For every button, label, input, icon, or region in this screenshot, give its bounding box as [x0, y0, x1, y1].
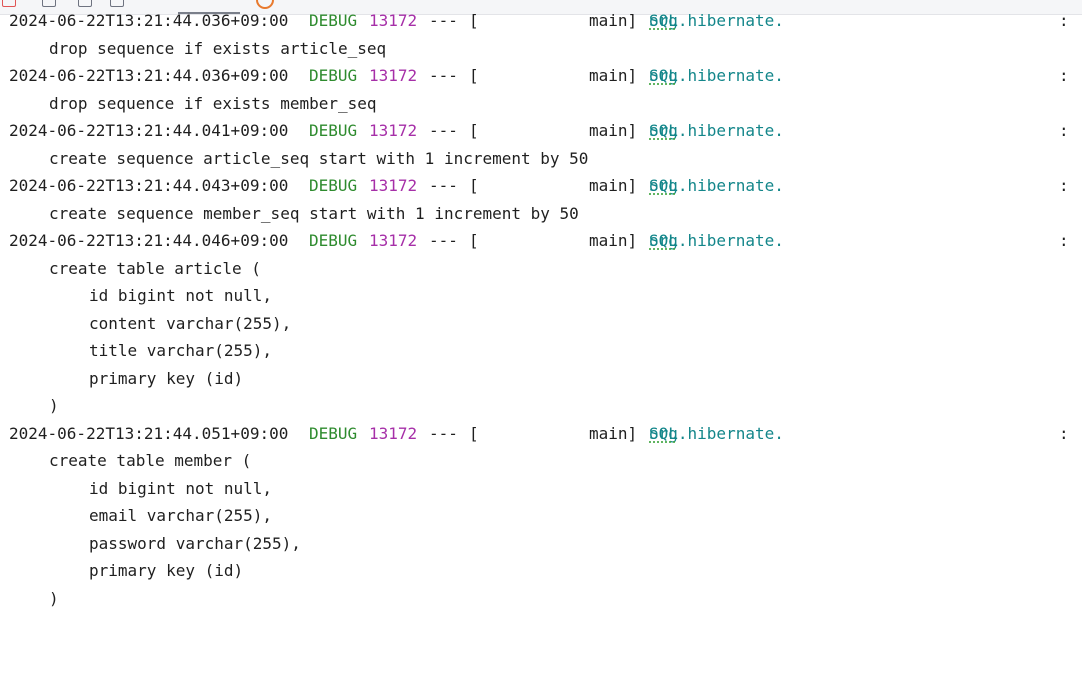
sql-line: drop sequence if exists article_seq: [49, 38, 387, 58]
log-colon: :: [1059, 231, 1069, 250]
log-separator: ---: [429, 66, 458, 85]
log-header-line: 2024-06-22T13:21:44.051+09:00 DEBUG 1317…: [0, 420, 1082, 448]
sql-line: primary key (id): [89, 368, 244, 388]
log-colon: :: [1059, 66, 1069, 85]
log-pid: 13172: [369, 121, 418, 140]
logger-suffix: SQL: [649, 423, 678, 443]
log-colon: :: [1059, 121, 1069, 140]
log-pid: 13172: [369, 176, 418, 195]
pin-tab-icon[interactable]: [78, 0, 92, 7]
log-thread: main]: [589, 423, 638, 443]
sql-line: password varchar(255),: [89, 533, 301, 553]
log-separator: ---: [429, 121, 458, 140]
log-separator: ---: [429, 11, 458, 30]
sql-line: create sequence article_seq start with 1…: [49, 148, 589, 168]
log-timestamp: 2024-06-22T13:21:44.046+09:00: [9, 231, 289, 250]
settings-icon[interactable]: [110, 0, 124, 7]
log-level: DEBUG: [309, 423, 358, 443]
log-timestamp: 2024-06-22T13:21:44.036+09:00: [9, 11, 289, 30]
log-level: DEBUG: [309, 121, 358, 140]
logger-prefix: org.hibernate.: [649, 176, 784, 195]
log-level: DEBUG: [309, 231, 358, 250]
log-thread-open: [: [469, 176, 479, 195]
sql-line: create table article (: [49, 258, 261, 278]
stop-icon[interactable]: [2, 0, 16, 7]
log-level: DEBUG: [309, 11, 358, 30]
sql-line: id bigint not null,: [89, 286, 273, 305]
log-separator: ---: [429, 176, 458, 195]
log-thread: main]: [589, 231, 638, 250]
log-thread: main]: [589, 66, 638, 85]
log-timestamp: 2024-06-22T13:21:44.043+09:00: [9, 176, 289, 195]
log-thread: main]: [589, 176, 638, 195]
logger-suffix: SQL: [649, 121, 678, 140]
log-timestamp: 2024-06-22T13:21:44.036+09:00: [9, 66, 289, 85]
logger-prefix: org.hibernate.: [649, 121, 784, 140]
sql-line: create sequence member_seq start with 1 …: [49, 203, 579, 223]
log-colon: :: [1059, 11, 1069, 30]
log-colon: :: [1059, 423, 1069, 443]
log-thread: main]: [589, 121, 638, 140]
log-header-line: 2024-06-22T13:21:44.041+09:00 DEBUG 1317…: [0, 117, 1082, 145]
log-thread-open: [: [469, 121, 479, 140]
sql-line: id bigint not null,: [89, 478, 273, 498]
logger-prefix: org.hibernate.: [649, 11, 784, 30]
log-level: DEBUG: [309, 66, 358, 85]
log-pid: 13172: [369, 66, 418, 85]
logger-prefix: org.hibernate.: [649, 66, 784, 85]
restore-layout-icon[interactable]: [42, 0, 56, 7]
console-toolbar: [0, 0, 1082, 15]
log-header-line: 2024-06-22T13:21:44.036+09:00 DEBUG 1317…: [0, 7, 1082, 35]
log-pid: 13172: [369, 423, 418, 443]
sql-line: content varchar(255),: [89, 313, 292, 333]
logger-prefix: org.hibernate.: [649, 423, 784, 443]
log-thread: main]: [589, 11, 638, 30]
log-colon: :: [1059, 176, 1069, 195]
log-timestamp: 2024-06-22T13:21:44.051+09:00: [9, 423, 289, 443]
sql-line: primary key (id): [89, 561, 244, 580]
logger-suffix: SQL: [649, 176, 678, 195]
sql-line: title varchar(255),: [89, 341, 273, 360]
logger-suffix: SQL: [649, 66, 678, 85]
log-header-line: 2024-06-22T13:21:44.046+09:00 DEBUG 1317…: [0, 227, 1082, 255]
log-thread-open: [: [469, 66, 479, 85]
logger-suffix: SQL: [649, 231, 678, 250]
active-tab-indicator: [178, 12, 240, 14]
log-pid: 13172: [369, 231, 418, 250]
log-separator: ---: [429, 423, 458, 443]
log-level: DEBUG: [309, 176, 358, 195]
log-thread-open: [: [469, 11, 479, 30]
log-header-line: 2024-06-22T13:21:44.036+09:00 DEBUG 1317…: [0, 62, 1082, 90]
sql-line: ): [49, 588, 59, 608]
console-output[interactable]: 2024-06-22T13:21:44.036+09:00 DEBUG 1317…: [0, 7, 1082, 612]
logger-prefix: org.hibernate.: [649, 231, 784, 250]
log-header-line: 2024-06-22T13:21:44.043+09:00 DEBUG 1317…: [0, 172, 1082, 200]
sql-line: create table member (: [49, 451, 252, 470]
sql-line: drop sequence if exists member_seq: [49, 93, 377, 113]
sql-line: email varchar(255),: [89, 506, 273, 525]
log-thread-open: [: [469, 231, 479, 250]
log-timestamp: 2024-06-22T13:21:44.041+09:00: [9, 121, 289, 140]
log-thread-open: [: [469, 423, 479, 443]
log-pid: 13172: [369, 11, 418, 30]
log-separator: ---: [429, 231, 458, 250]
sql-line: ): [49, 396, 59, 415]
logger-suffix: SQL: [649, 11, 678, 30]
